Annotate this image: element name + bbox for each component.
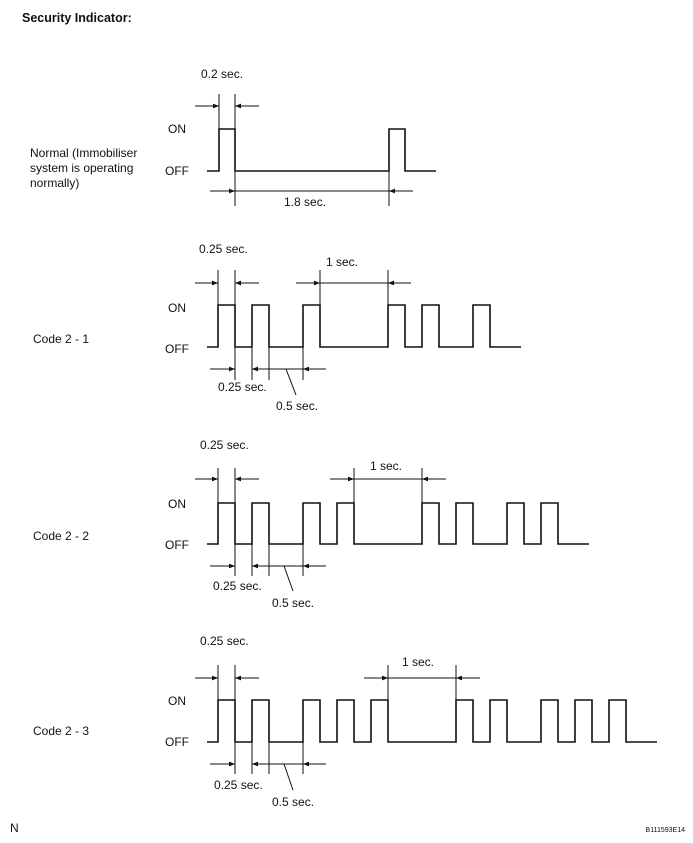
footer-figure-code: B111593E14 <box>646 827 686 834</box>
code-2-1-label: Code 2 - 1 <box>33 332 89 346</box>
code-2-3-label: Code 2 - 3 <box>33 724 89 738</box>
section-code-2-3: Code 2 - 3 ON OFF 0.25 sec. 1 sec. 0.25 … <box>33 634 657 809</box>
normal-pulse-time: 0.2 sec. <box>201 67 243 81</box>
normal-off-label: OFF <box>165 164 189 178</box>
page-title: Security Indicator: <box>22 11 132 25</box>
normal-label-line-1: Normal (Immobiliser <box>30 146 137 160</box>
code-2-2-on-label: ON <box>168 497 186 511</box>
normal-gap-time: 1.8 sec. <box>284 195 326 209</box>
code-2-1-short-time: 0.25 sec. <box>218 380 267 394</box>
code-2-3-long-time: 0.5 sec. <box>272 795 314 809</box>
footer-left-mark: N <box>10 821 19 835</box>
code-2-2-pulse-time: 0.25 sec. <box>200 438 249 452</box>
section-code-2-2: Code 2 - 2 ON OFF 0.25 sec. 1 sec. 0.25 … <box>33 438 589 610</box>
code-2-2-gap-time: 1 sec. <box>370 459 402 473</box>
code-2-1-pulse-time: 0.25 sec. <box>199 242 248 256</box>
section-code-2-1: Code 2 - 1 ON OFF 0.25 sec. 1 sec. 0.25 … <box>33 242 521 413</box>
normal-waveform <box>207 128 436 172</box>
code-2-1-off-label: OFF <box>165 342 189 356</box>
code-2-1-waveform <box>207 304 521 348</box>
code-2-3-on-label: ON <box>168 694 186 708</box>
normal-on-label: ON <box>168 122 186 136</box>
code-2-3-short-time: 0.25 sec. <box>214 778 263 792</box>
code-2-2-off-label: OFF <box>165 538 189 552</box>
code-2-1-on-label: ON <box>168 301 186 315</box>
code-2-2-long-leader <box>283 565 294 592</box>
code-2-1-long-leader <box>285 368 297 396</box>
code-2-3-long-leader <box>283 763 294 791</box>
normal-label-line-3: normally) <box>30 176 79 190</box>
code-2-2-short-time: 0.25 sec. <box>213 579 262 593</box>
code-2-3-gap-time: 1 sec. <box>402 655 434 669</box>
code-2-2-label: Code 2 - 2 <box>33 529 89 543</box>
code-2-1-long-time: 0.5 sec. <box>276 399 318 413</box>
code-2-3-waveform <box>207 699 657 743</box>
code-2-3-off-label: OFF <box>165 735 189 749</box>
code-2-1-gap-time: 1 sec. <box>326 255 358 269</box>
code-2-2-long-time: 0.5 sec. <box>272 596 314 610</box>
code-2-3-pulse-time: 0.25 sec. <box>200 634 249 648</box>
normal-label-line-2: system is operating <box>30 161 133 175</box>
code-2-2-waveform <box>207 502 589 545</box>
section-normal: Normal (Immobiliser system is operating … <box>30 67 436 209</box>
